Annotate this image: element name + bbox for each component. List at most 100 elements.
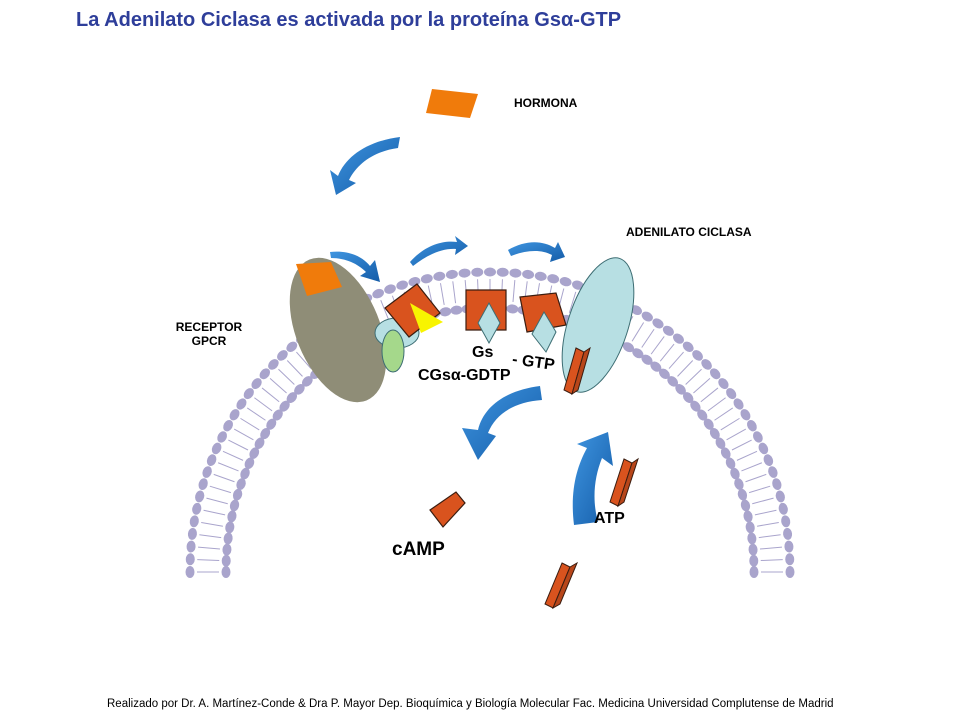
lipid-head bbox=[778, 502, 788, 515]
lipid-head bbox=[251, 378, 262, 389]
lipid-head bbox=[772, 478, 782, 491]
lipid-head bbox=[768, 466, 778, 478]
lipid-head bbox=[240, 467, 250, 480]
lipid-head bbox=[743, 510, 753, 523]
lipid-tail bbox=[693, 378, 711, 394]
lipid-tail bbox=[201, 521, 223, 527]
adenylate-cyclase-label: ADENILATO CICLASA bbox=[626, 225, 752, 239]
lipid-head bbox=[192, 502, 202, 515]
lipid-head bbox=[547, 274, 560, 284]
lipid-head bbox=[506, 304, 519, 314]
lipid-head bbox=[747, 420, 757, 432]
lipid-tail bbox=[714, 407, 734, 421]
lipid-tail bbox=[758, 534, 781, 539]
lipid-head bbox=[753, 431, 763, 443]
lipid-head bbox=[784, 540, 794, 553]
lipid-head bbox=[458, 268, 471, 278]
lipid-tail bbox=[261, 387, 280, 403]
lipid-head bbox=[222, 543, 232, 556]
lipid-head bbox=[622, 342, 635, 353]
lipid-head bbox=[268, 359, 279, 370]
lipid-tail bbox=[631, 322, 645, 342]
lipid-tail bbox=[759, 546, 782, 550]
lipid-head bbox=[185, 566, 195, 578]
lipid-tail bbox=[278, 368, 295, 385]
receptor-label-line1: RECEPTOR bbox=[175, 320, 243, 334]
lipid-head bbox=[202, 466, 212, 478]
lipid-head bbox=[232, 488, 243, 501]
g-alpha-subunit-1 bbox=[384, 283, 441, 338]
lipid-tail bbox=[685, 368, 702, 385]
lipid-head bbox=[785, 553, 795, 566]
lipid-head bbox=[286, 392, 298, 403]
lipid-tail bbox=[296, 351, 312, 369]
lipid-head bbox=[559, 277, 572, 287]
lipid-head bbox=[522, 269, 535, 279]
lipid-head bbox=[758, 442, 769, 455]
receptor-label-line2: GPCR bbox=[191, 334, 227, 348]
lipid-tail bbox=[222, 450, 244, 461]
lipid-head bbox=[673, 333, 684, 344]
lipid-tail bbox=[269, 378, 287, 394]
gtp-molecule-1 bbox=[477, 301, 501, 345]
lipid-head bbox=[223, 532, 233, 545]
page-title: La Adenilato Ciclasa es activada por la … bbox=[76, 9, 622, 31]
lipid-tail bbox=[650, 336, 665, 355]
lipid-head bbox=[236, 478, 246, 490]
lipid-head bbox=[733, 398, 744, 410]
lipid-head bbox=[726, 388, 737, 400]
lipid-head bbox=[372, 288, 384, 299]
alpha-migration-arrow bbox=[508, 242, 565, 262]
lipid-head bbox=[496, 267, 509, 277]
lipid-head bbox=[745, 521, 755, 534]
lipid-head bbox=[641, 311, 653, 322]
lipid-head bbox=[763, 454, 774, 466]
lipid-head bbox=[420, 274, 433, 284]
lipid-head bbox=[236, 398, 247, 410]
lipid-head bbox=[260, 427, 271, 440]
lipid-head bbox=[715, 437, 726, 449]
lipid-tail bbox=[700, 387, 719, 403]
lipid-tail bbox=[452, 281, 457, 304]
lipid-head bbox=[189, 515, 199, 528]
lipid-head bbox=[221, 566, 231, 578]
lipid-head bbox=[211, 442, 222, 455]
lipid-tail bbox=[198, 546, 221, 550]
lipid-head bbox=[682, 392, 694, 403]
lipid-head bbox=[641, 354, 653, 365]
lipid-head bbox=[630, 305, 642, 315]
lipid-head bbox=[229, 409, 240, 421]
lipid-head bbox=[301, 376, 313, 387]
lipid-head bbox=[740, 409, 751, 421]
camp-label: cAMP bbox=[392, 539, 445, 560]
lipid-tail bbox=[726, 428, 747, 441]
lipid-head bbox=[632, 348, 644, 359]
lipid-head bbox=[195, 490, 205, 503]
lipid-head bbox=[227, 510, 237, 523]
lipid-head bbox=[734, 478, 744, 490]
lipid-head bbox=[652, 318, 664, 329]
lipid-tail bbox=[745, 473, 767, 483]
lipid-head bbox=[650, 361, 662, 372]
lipid-head bbox=[272, 409, 283, 421]
lipid-tail bbox=[659, 343, 675, 362]
lipid-tail bbox=[199, 534, 222, 539]
lipid-tail bbox=[228, 439, 249, 451]
lipid-head bbox=[185, 553, 195, 566]
lipid-tail bbox=[668, 351, 684, 369]
lipid-head bbox=[266, 418, 277, 430]
lipid-head bbox=[662, 325, 674, 336]
gs-gtp-label-prefix: Gs bbox=[472, 344, 494, 361]
lipid-head bbox=[692, 350, 703, 361]
lipid-head bbox=[697, 409, 708, 421]
lipid-head bbox=[229, 499, 240, 512]
lipid-tail bbox=[439, 283, 445, 305]
lipid-tail bbox=[240, 417, 260, 431]
lipid-head bbox=[775, 490, 785, 503]
lipid-head bbox=[445, 269, 458, 279]
lipid-head bbox=[243, 388, 254, 400]
lipid-head bbox=[186, 540, 196, 553]
lipid-head bbox=[737, 488, 748, 501]
